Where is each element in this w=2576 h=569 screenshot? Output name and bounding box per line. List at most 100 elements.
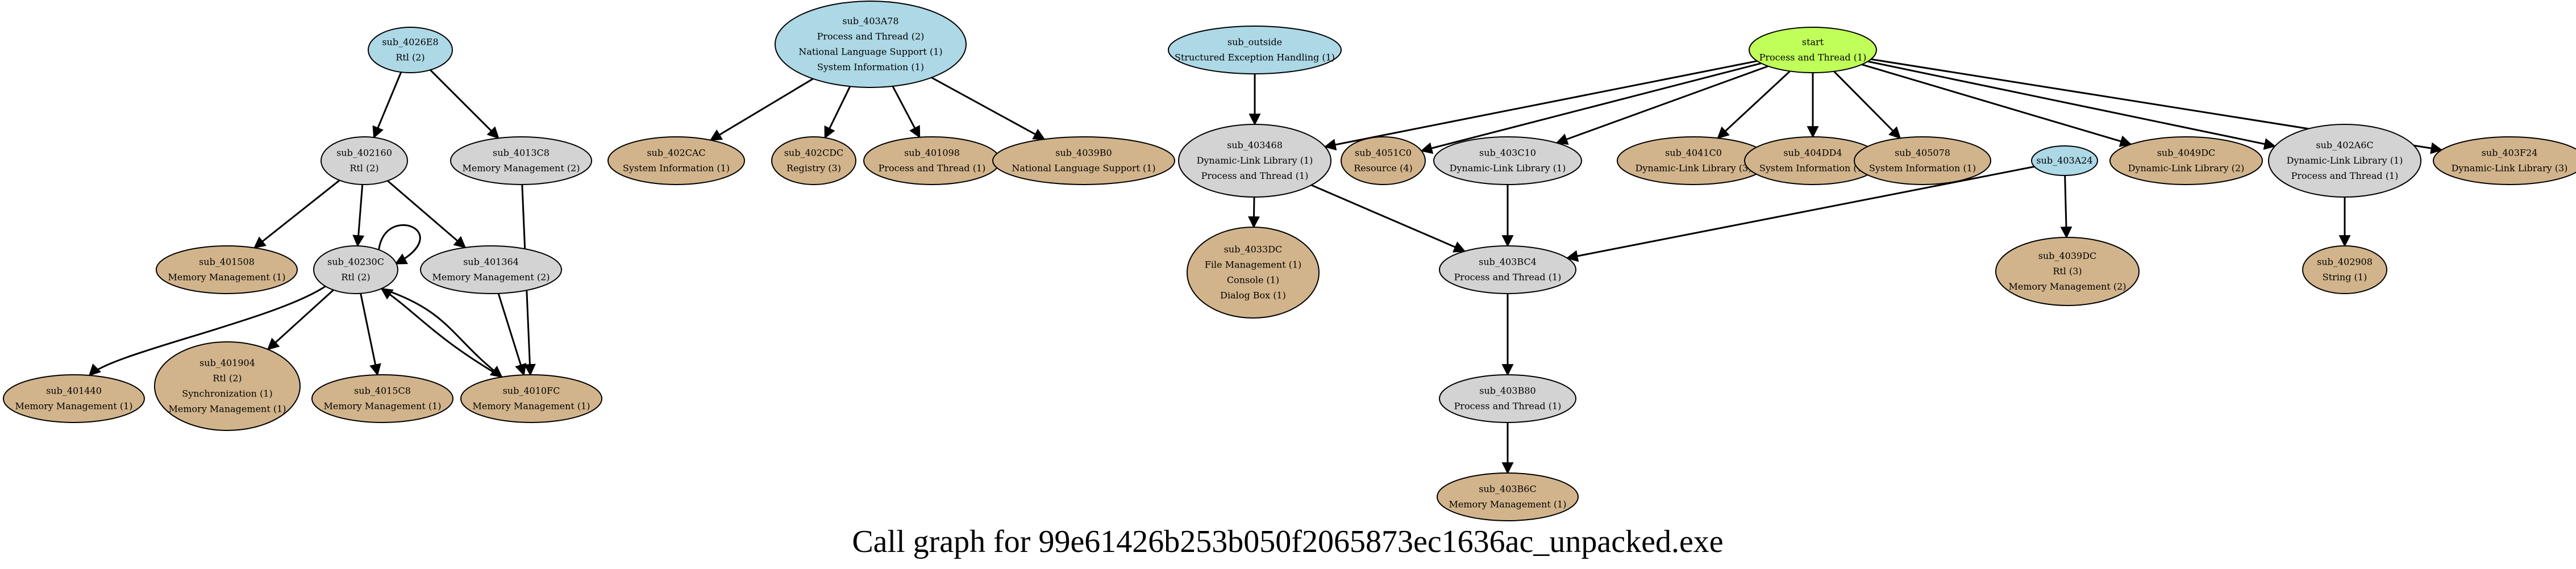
edge-start-to-sub_402A6C [1867, 60, 2277, 150]
node-label-sub_401440: sub_401440 [46, 386, 102, 396]
node-sub_4010FC[interactable]: sub_4010FC Memory Management (1) [460, 374, 602, 423]
node-line-sub_401904-1: Rtl (2) [213, 373, 242, 384]
node-label-sub_405078: sub_405078 [1895, 148, 1950, 158]
node-shape-sub_outside [1168, 26, 1342, 74]
node-line-sub_401440-1: Memory Management (1) [15, 401, 132, 412]
node-shape-sub_403B80 [1439, 374, 1576, 423]
node-line-sub_403C10-1: Dynamic-Link Library (1) [1450, 163, 1566, 174]
node-label-sub_4010FC: sub_4010FC [503, 386, 560, 396]
node-line-sub_402908-1: String (1) [2323, 272, 2367, 283]
node-shape-sub_403468 [1178, 124, 1331, 198]
node-shape-sub_402160 [321, 136, 408, 185]
node-line-sub_402A6C-1: Dynamic-Link Library (1) [2287, 155, 2403, 166]
node-line-sub_outside-1: Structured Exception Handling (1) [1175, 52, 1335, 63]
node-shape-sub_402CAC [607, 136, 745, 185]
edge-sub_403A78-to-sub_402CAC [709, 78, 814, 141]
node-line-sub_402CDC-1: Registry (3) [786, 163, 841, 174]
edge-sub_40230C-to-sub_401440 [88, 285, 326, 376]
node-shape-sub_405078 [1854, 136, 1991, 185]
node-label-sub_40230C: sub_40230C [327, 257, 384, 267]
node-line-sub_4010FC-1: Memory Management (1) [472, 401, 590, 412]
edge-sub_402160-to-sub_401364 [387, 180, 467, 249]
edge-sub_4026E8-to-sub_402160 [372, 72, 402, 139]
node-shape-sub_4039DC [1995, 237, 2140, 306]
node-shape-sub_403A78 [775, 1, 967, 88]
node-label-sub_403A24: sub_403A24 [2036, 155, 2092, 166]
node-label-sub_403C10: sub_403C10 [1479, 148, 1536, 158]
edge-sub_401364-to-sub_4010FC [497, 293, 527, 376]
edge-start-to-sub_4049DC [1861, 64, 2132, 147]
edge-sub_403A78-to-sub_4039B0 [931, 77, 1046, 140]
node-sub_402CDC[interactable]: sub_402CDC Registry (3) [771, 136, 856, 185]
edge-start-to-sub_4041C0 [1717, 70, 1791, 139]
node-line-sub_403B6C-1: Memory Management (1) [1449, 499, 1566, 510]
edge-sub_40230C-to-sub_401904 [267, 289, 334, 350]
node-line-sub_4026E8-1: Rtl (2) [396, 52, 425, 63]
node-line-sub_401364-1: Memory Management (2) [432, 272, 550, 283]
node-shape-sub_4051C0 [1341, 136, 1426, 185]
node-line-sub_4033DC-1: File Management (1) [1205, 260, 1302, 270]
node-line-sub_4041C0-1: Dynamic-Link Library (3) [1636, 163, 1752, 174]
node-line-sub_4015C8-1: Memory Management (1) [323, 401, 441, 412]
node-line-sub_401904-2: Synchronization (1) [182, 388, 272, 399]
node-label-sub_4026E8: sub_4026E8 [382, 37, 438, 48]
node-label-sub_401508: sub_401508 [199, 257, 255, 267]
node-shape-sub_401904 [154, 341, 301, 431]
node-label-sub_402CDC: sub_402CDC [784, 148, 844, 158]
node-line-sub_403A78-2: National Language Support (1) [798, 47, 942, 57]
node-line-sub_4033DC-3: Dialog Box (1) [1220, 290, 1286, 301]
node-label-sub_4041C0: sub_4041C0 [1665, 148, 1722, 158]
node-label-start: start [1802, 37, 1824, 48]
node-shape-sub_4013C8 [450, 136, 592, 185]
edge-sub_4010FC-to-sub_40230C [380, 287, 502, 378]
node-shape-sub_401440 [3, 374, 145, 423]
node-line-sub_401098-1: Process and Thread (1) [879, 163, 986, 174]
node-line-sub_403468-2: Process and Thread (1) [1201, 170, 1309, 181]
node-line-sub_403A78-1: Process and Thread (2) [817, 31, 925, 42]
graph-caption: Call graph for 99e61426b253b050f2065873e… [852, 524, 1723, 559]
node-sub_403A24[interactable]: sub_403A24 [2031, 145, 2098, 176]
node-shape-sub_403BC4 [1439, 245, 1576, 294]
edge-sub_402160-to-sub_40230C [352, 184, 365, 248]
node-shape-sub_401508 [156, 245, 298, 294]
node-shape-sub_403F24 [2433, 136, 2576, 185]
node-line-sub_403F24-1: Dynamic-Link Library (3) [2452, 163, 2568, 174]
node-line-sub_401508-1: Memory Management (1) [168, 272, 285, 283]
edge-sub_403A78-to-sub_401098 [892, 86, 921, 139]
node-line-sub_4033DC-2: Console (1) [1227, 275, 1279, 286]
edge-sub_403A24-to-sub_4039DC [2060, 175, 2073, 239]
edge-sub_403468-to-sub_403BC4 [1310, 184, 1466, 253]
node-line-sub_405078-1: System Information (1) [1869, 163, 1976, 174]
